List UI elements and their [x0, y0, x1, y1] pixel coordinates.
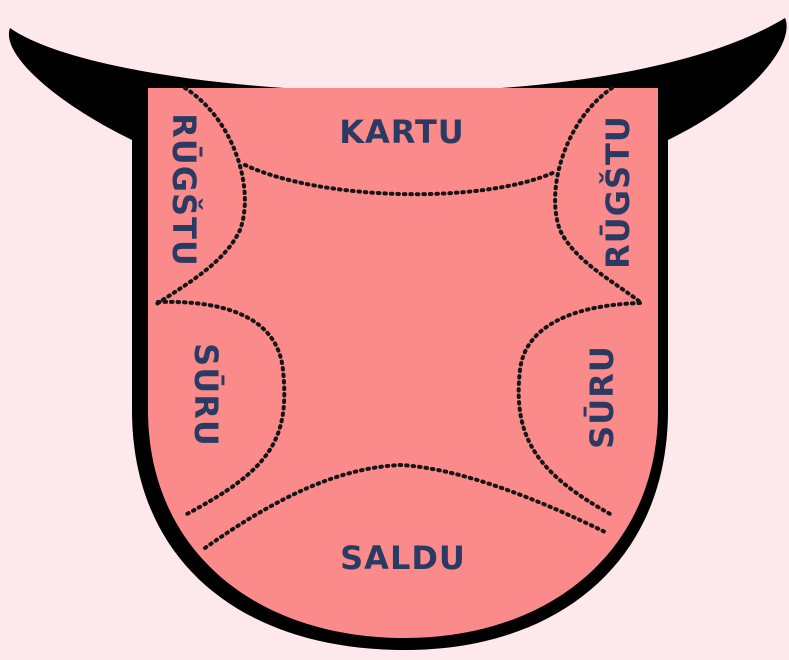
label-kartu: KARTU [339, 113, 465, 151]
label-suru-right: SŪRU [583, 345, 621, 449]
label-rugstu-right: RŪGŠTU [598, 115, 637, 269]
label-saldu: SALDU [340, 539, 466, 577]
label-suru-left: SŪRU [187, 343, 225, 447]
label-rugstu-left: RŪGŠTU [165, 113, 204, 267]
